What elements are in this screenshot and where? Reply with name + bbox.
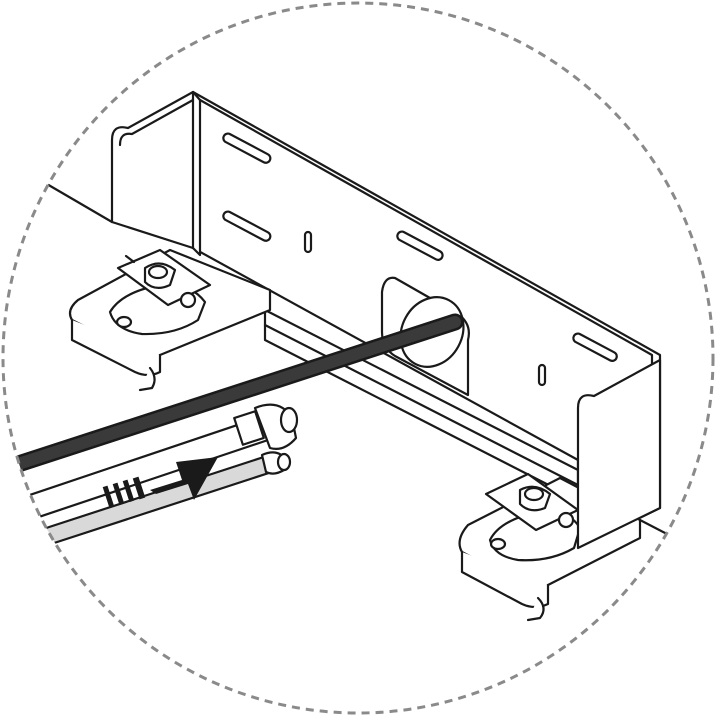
direction-arrow-icon <box>102 457 218 509</box>
left-rubber-mount <box>108 248 212 336</box>
bracket-right-flange <box>576 358 662 550</box>
cable <box>3 313 464 479</box>
right-rubber-mount <box>484 472 582 562</box>
bracket-back-plate <box>191 90 662 550</box>
bracket-left-flange <box>110 90 195 250</box>
hose-assembly <box>3 403 299 547</box>
